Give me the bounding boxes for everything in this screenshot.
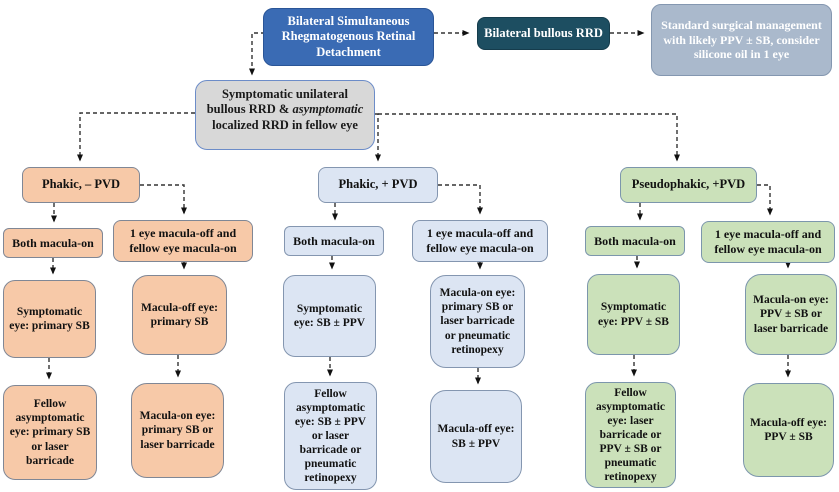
node-both-macula-on-phakic-pvd: Both macula-on: [284, 226, 384, 256]
connector-unilateral-to-branch2: [375, 113, 381, 162]
node-bilateral-bullous-rrd: Bilateral bullous RRD: [477, 17, 610, 50]
node-symptomatic-unilateral-rrd: Symptomatic unilateral bullous RRD & asy…: [195, 80, 375, 150]
node-fellow-asymptomatic-primary-sb: Fellow asymptomatic eye: primary SB or l…: [3, 385, 97, 480]
unilateral-text-part1: Symptomatic unilateral bullous RRD &: [206, 87, 349, 117]
node-fellow-asymptomatic-laser-ppv-sb: Fellow asymptomatic eye: laser barricade…: [585, 382, 676, 488]
node-symptomatic-eye-sb-ppv: Symptomatic eye: SB ± PPV: [283, 275, 376, 357]
node-macula-off-eye-primary-sb: Macula-off eye: primary SB: [132, 275, 227, 355]
node-both-macula-on-pseudophakic: Both macula-on: [585, 226, 685, 256]
node-root-bilateral-simultaneous-rrd: Bilateral Simultaneous Rhegmatogenous Re…: [263, 8, 434, 66]
node-one-eye-off-pseudophakic: 1 eye macula-off and fellow eye macula-o…: [701, 221, 835, 263]
node-macula-on-eye-primary-sb-laser: Macula-on eye: primary SB or laser barri…: [131, 383, 224, 478]
node-branch-pseudophakic-pvd: Pseudophakic, +PVD: [620, 167, 757, 203]
unilateral-text-italic: asymptomatic: [292, 102, 364, 117]
node-one-eye-off-phakic-no-pvd: 1 eye macula-off and fellow eye macula-o…: [113, 220, 253, 262]
node-one-eye-off-phakic-pvd: 1 eye macula-off and fellow eye macula-o…: [412, 220, 548, 262]
node-macula-on-eye-ppv-sb-laser: Macula-on eye: PPV ± SB or laser barrica…: [745, 274, 837, 355]
connector-unilateral-to-branch1: [77, 112, 195, 162]
node-macula-on-eye-sb-laser-pneumatic: Macula-on eye: primary SB or laser barri…: [430, 275, 525, 368]
node-branch-phakic-no-pvd: Phakic, – PVD: [22, 167, 140, 203]
node-symptomatic-eye-ppv-sb: Symptomatic eye: PPV ± SB: [587, 274, 680, 355]
node-branch-phakic-pvd: Phakic, + PVD: [318, 167, 438, 203]
node-both-macula-on-phakic-no-pvd: Both macula-on: [3, 228, 103, 258]
unilateral-text-part2: localized RRD in fellow eye: [212, 117, 358, 132]
connector-unilateral-to-branch3: [378, 113, 680, 162]
node-fellow-asymptomatic-sb-ppv-laser: Fellow asymptomatic eye: SB ± PPV or las…: [284, 382, 377, 490]
node-macula-off-eye-ppv-sb: Macula-off eye: PPV ± SB: [743, 383, 834, 477]
node-macula-off-eye-sb-ppv: Macula-off eye: SB ± PPV: [430, 390, 522, 483]
node-symptomatic-eye-primary-sb: Symptomatic eye: primary SB: [3, 280, 96, 358]
node-standard-surgical-management: Standard surgical management with likely…: [651, 4, 832, 76]
